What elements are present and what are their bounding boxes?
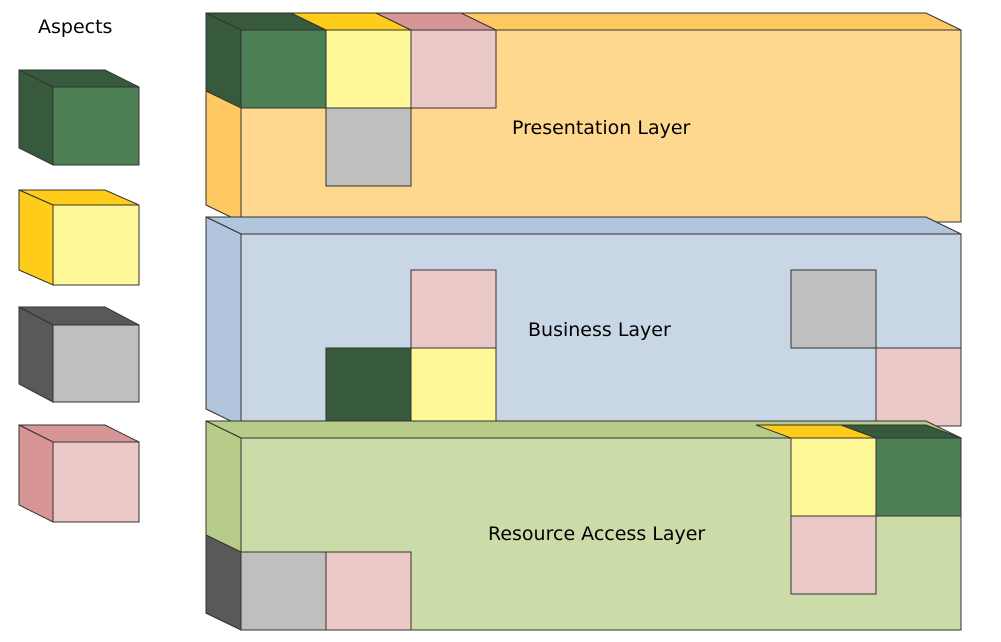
legend-aspect-green xyxy=(18,69,140,166)
business-aspect-gray xyxy=(790,269,877,349)
presentation-layer: Presentation Layer xyxy=(205,12,962,223)
resource-aspect-pink-left xyxy=(325,551,412,631)
resource-aspect-green xyxy=(875,437,962,517)
resource-access-layer: Resource Access Layer xyxy=(205,420,962,631)
presentation-aspect-green xyxy=(240,29,327,109)
business-layer-label: Business Layer xyxy=(528,319,671,341)
business-aspect-pink-top xyxy=(410,269,497,349)
business-layer: Business Layer xyxy=(205,216,962,427)
business-aspect-pink-right xyxy=(875,347,962,427)
presentation-aspect-yellow xyxy=(325,29,412,109)
legend-aspect-yellow xyxy=(18,189,140,286)
presentation-aspect-gray xyxy=(325,107,412,187)
presentation-layer-label: Presentation Layer xyxy=(512,117,691,139)
resource-aspect-yellow xyxy=(790,437,877,517)
legend-title: Aspects xyxy=(38,16,112,38)
presentation-aspect-pink xyxy=(410,29,497,109)
business-aspect-yellow xyxy=(410,347,497,427)
resource-access-layer-label: Resource Access Layer xyxy=(488,523,705,545)
business-aspect-green xyxy=(325,347,412,427)
legend-aspect-gray xyxy=(18,306,140,403)
resource-aspect-pink-right xyxy=(790,515,877,595)
resource-aspect-gray xyxy=(240,551,327,631)
legend-aspect-pink xyxy=(18,424,140,523)
